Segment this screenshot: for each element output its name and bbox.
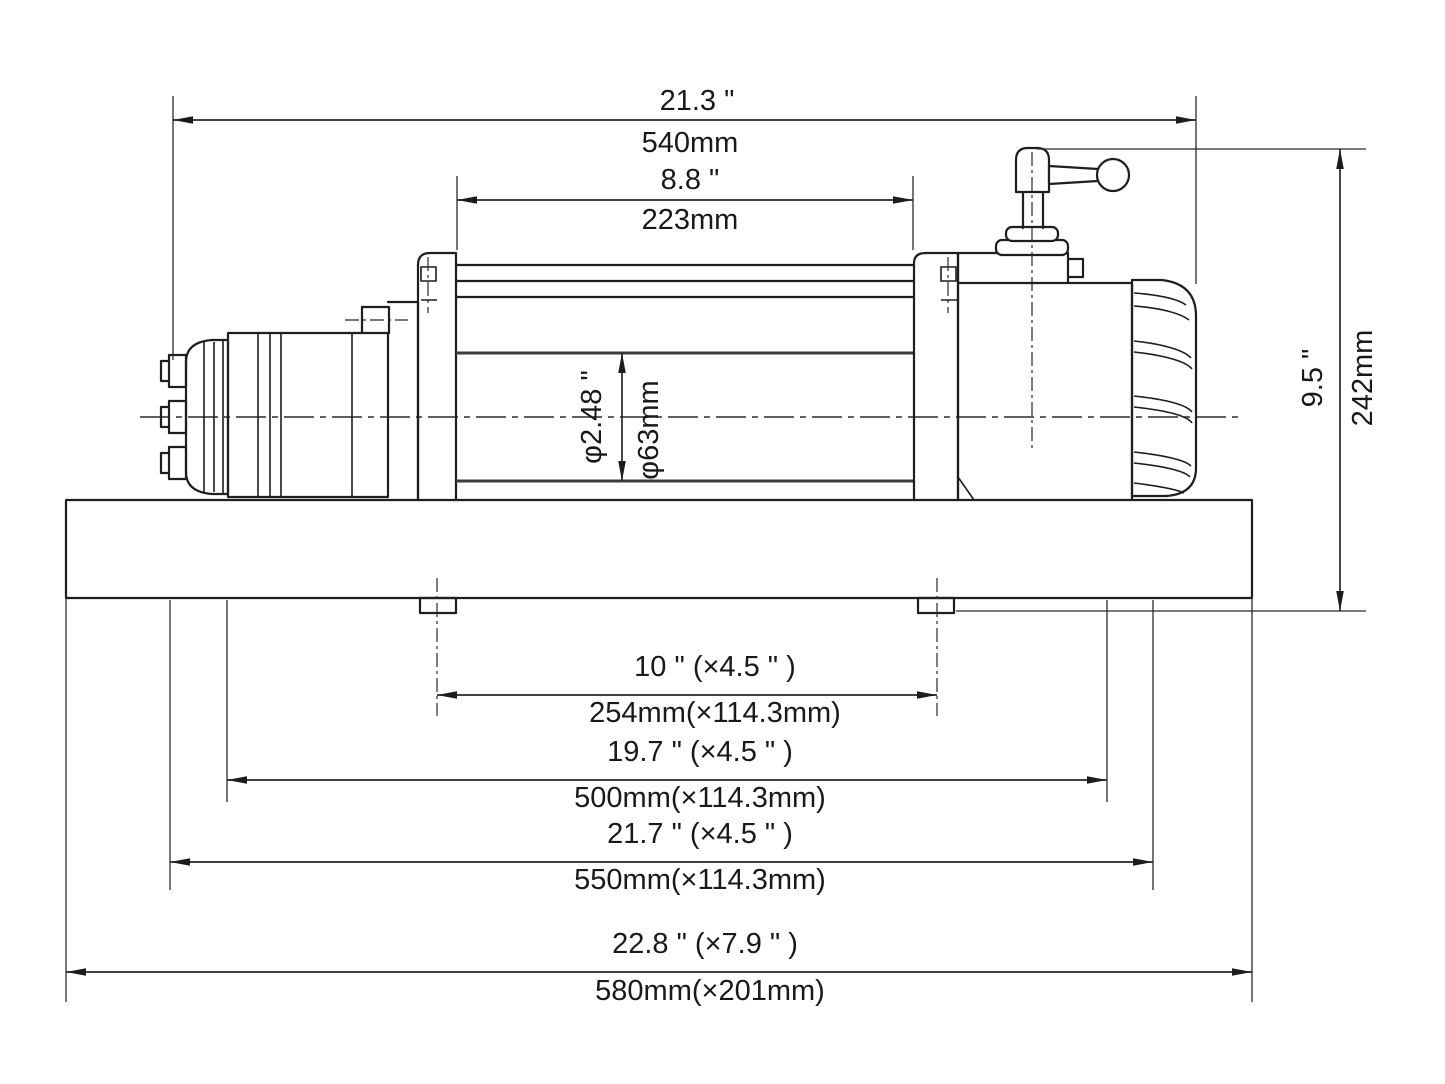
dim-label-mm: 500mm(×114.3mm) [574, 782, 826, 814]
mounting-plate [64, 498, 1254, 716]
dim-label-mm: 580mm(×201mm) [595, 975, 825, 1007]
gearbox-cap-ribs [1133, 292, 1193, 494]
motor-body-rings [257, 333, 353, 497]
drum-support-bracket-left [416, 251, 458, 502]
motor-bolt-bottom [159, 445, 188, 481]
dim-label-inch: 19.7 " (×4.5 " ) [607, 736, 793, 768]
dim-label-mm: φ63mm [633, 380, 665, 479]
dim-mounting-plate: 22.8 " (×7.9 " ) 580mm(×201mm) [65, 598, 1253, 1007]
dim-label-inch: 21.7 " (×4.5 " ) [607, 818, 793, 850]
clutch-lever-arm [1047, 164, 1100, 186]
dim-label-mm: 550mm(×114.3mm) [574, 864, 826, 896]
gearbox [956, 278, 1198, 502]
dim-overall-length: 21.3 " 540mm [172, 85, 1197, 360]
clutch-assembly [956, 146, 1131, 450]
dim-label-mm: 223mm [642, 204, 739, 236]
dim-label-inch: 10 " (×4.5 " ) [634, 651, 796, 683]
motor [159, 300, 420, 502]
drum-section [416, 251, 960, 502]
clutch-housing [956, 251, 1070, 285]
motor-body [226, 331, 390, 499]
dim-drum-length: 8.8 " 223mm [456, 164, 914, 250]
mounting-plate-outline [64, 498, 1254, 600]
gearbox-ribbed-cap [1130, 278, 1198, 498]
dim-label-mm: 540mm [642, 127, 739, 159]
dim-bolt-pattern-outer: 21.7 " (×4.5 " ) 550mm(×114.3mm) [169, 600, 1154, 896]
dimension-annotations: 21.3 " 540mm 8.8 " 223mm φ2.48 " φ63mm 9… [65, 85, 1379, 1007]
drum-support-bracket-right [912, 251, 960, 502]
dim-label-inch: 22.8 " (×7.9 " ) [612, 928, 798, 960]
motor-adapter-plate [386, 300, 420, 502]
mounting-bolt-tab-right [916, 596, 956, 615]
dim-label-mm: 254mm(×114.3mm) [589, 697, 841, 729]
motor-end-cap-rings [203, 341, 224, 493]
dim-label-inch: φ2.48 " [576, 370, 608, 464]
dim-bolt-pattern-inner: 10 " (×4.5 " ) 254mm(×114.3mm) [437, 651, 937, 729]
tie-bars [454, 263, 916, 299]
gearbox-corner-detail [957, 476, 975, 501]
dim-bolt-pattern-mid: 19.7 " (×4.5 " ) 500mm(×114.3mm) [226, 600, 1108, 814]
bracket-bolt-right [940, 266, 957, 301]
dim-label-inch: 21.3 " [660, 85, 735, 117]
dim-label-inch: 9.5 " [1297, 349, 1329, 408]
gearbox-housing [956, 281, 1134, 502]
clutch-lever-stem [1021, 190, 1045, 230]
dim-label-mm: 242mm [1347, 330, 1379, 427]
mounting-bolt-tab-left [418, 596, 458, 615]
motor-end-cap [184, 338, 230, 496]
clutch-housing-tab [1066, 257, 1085, 279]
dim-drum-diameter: φ2.48 " φ63mm [576, 353, 665, 481]
dim-label-inch: 8.8 " [661, 164, 720, 196]
winch-assembly [64, 146, 1254, 716]
bracket-bolt-left [420, 266, 437, 301]
dim-overall-height: 9.5 " 242mm [956, 148, 1379, 612]
clutch-lever-ball-knob [1095, 157, 1131, 193]
